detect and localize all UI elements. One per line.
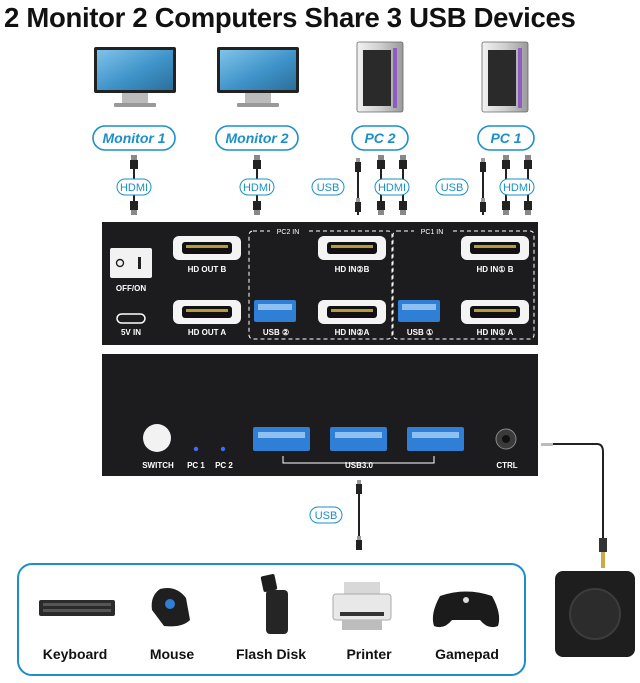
hd-out-a-port [173,300,241,324]
usb3-port-3 [407,427,464,451]
front-panel: SWITCH PC 1 PC 2 USB3.0 CTRL [102,354,538,476]
hd-in-2-b-port [318,236,386,260]
peripheral-mouse-label: Mouse [150,646,195,662]
usb3-port-2 [330,427,387,451]
peripheral-keyboard-label: Keyboard [43,646,108,662]
svg-text:USB: USB [317,182,340,194]
usb-2-label: USB ② [263,328,289,337]
svg-text:Monitor 1: Monitor 1 [103,130,166,146]
usb-1-label: USB ① [407,328,433,337]
usb-label-pc-2: USB [311,178,345,196]
svg-text:PC 2: PC 2 [364,130,395,146]
monitor-1-icon [94,47,176,107]
hdmi-label-pc-1: HDMI [499,178,535,196]
svg-text:Monitor 2: Monitor 2 [226,130,289,146]
switch-button[interactable] [143,424,171,452]
switch-label: SWITCH [142,461,174,470]
usb3-label: USB3.0 [345,461,374,470]
printer-icon [332,582,392,630]
peripheral-flash-disk-label: Flash Disk [236,646,306,662]
mouse-icon [151,588,190,627]
hd-out-b-port [173,236,241,260]
hd-out-a-label: HD OUT A [188,328,227,337]
flash-disk-icon [260,574,288,634]
peripheral-gamepad-label: Gamepad [435,646,499,662]
hd-in-2-b-label: HD IN②B [335,265,370,274]
svg-text:PC 1: PC 1 [490,130,521,146]
usb-cable-peripherals [356,480,362,550]
hd-out-b-label: HD OUT B [188,265,227,274]
pc1-in-group [392,230,535,340]
usb3-port-1 [253,427,310,451]
pc2-led [220,446,226,452]
gamepad-icon [432,591,500,628]
pc-1-label: PC 1 [477,125,535,151]
pc2-led-label: PC 2 [215,461,233,470]
remote-controller-cable [541,443,607,568]
monitor-1-label: Monitor 1 [92,125,176,151]
hdmi-label-monitor-2: HDMI [239,178,275,196]
rear-panel: OFF/ON 5V IN HD OUT B HD OUT A PC2 IN HD… [102,222,538,345]
remote-controller-puck[interactable] [555,571,635,657]
svg-text:USB: USB [441,182,464,194]
hd-in-1-a-port [461,300,529,324]
hd-in-1-b-port [461,236,529,260]
monitor-2-label: Monitor 2 [215,125,299,151]
peripheral-printer-label: Printer [346,646,392,662]
power-switch-label: OFF/ON [116,284,146,293]
usb-2-port [254,300,296,322]
hdmi-label-pc-2: HDMI [374,178,410,196]
svg-text:HDMI: HDMI [503,182,531,194]
svg-text:USB: USB [315,510,338,522]
pc1-led [193,446,199,452]
pc1-in-label: PC1 IN [421,229,444,236]
pc2-in-label: PC2 IN [277,229,300,236]
pc1-led-label: PC 1 [187,461,205,470]
hdmi-label-monitor-1: HDMI [116,178,152,196]
keyboard-icon [39,600,115,616]
svg-text:HDMI: HDMI [378,182,406,194]
hd-in-2-a-label: HD IN②A [335,328,370,337]
pc2-in-group [248,230,393,340]
ctrl-label: CTRL [496,461,517,470]
svg-text:HDMI: HDMI [120,182,148,194]
pc-2-tower-icon [356,41,404,113]
hd-in-1-a-label: HD IN① A [477,328,514,337]
usb-label-peripherals: USB [309,506,343,524]
power-switch[interactable] [110,248,152,278]
usb-1-port [398,300,440,322]
svg-text:HDMI: HDMI [243,182,271,194]
hd-in-2-a-port [318,300,386,324]
monitor-2-icon [217,47,299,107]
hd-in-1-b-label: HD IN① B [477,265,514,274]
usb-label-pc-1: USB [435,178,469,196]
pc-1-tower-icon [481,41,529,113]
pc-2-label: PC 2 [351,125,409,151]
usb-c-port [116,313,146,324]
page-title: 2 Monitor 2 Computers Share 3 USB Device… [4,2,576,33]
power-in-label: 5V IN [121,328,141,337]
